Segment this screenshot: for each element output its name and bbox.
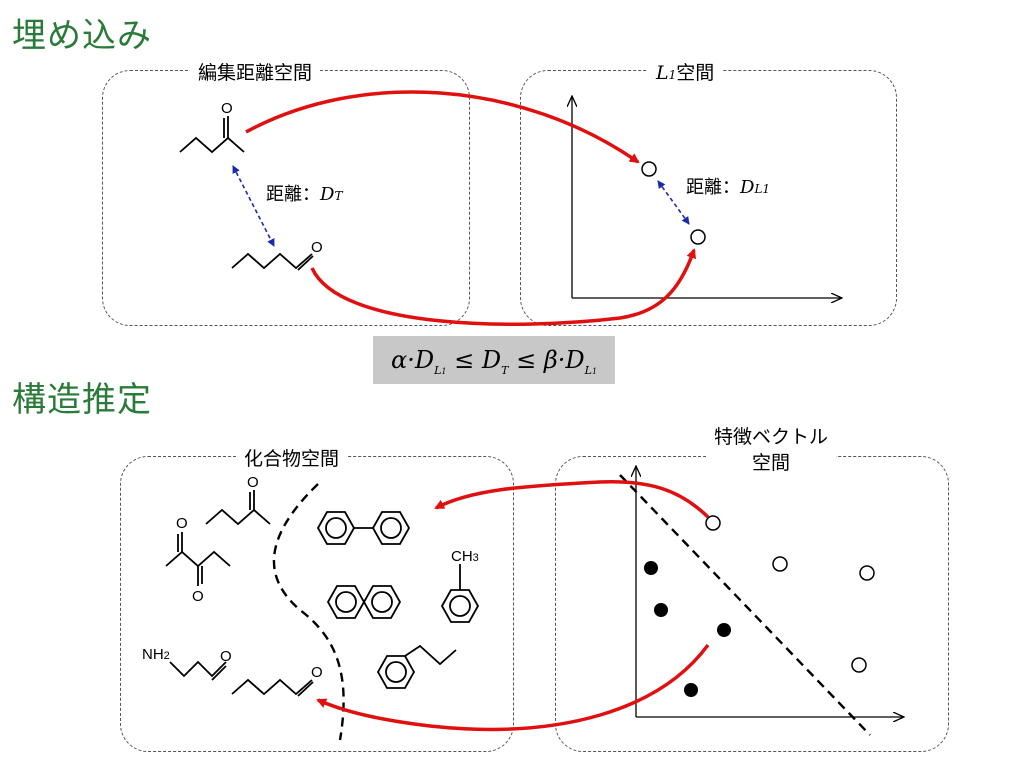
oxygen-label: O [311,239,323,256]
distance-dt-label: 距離：DT [266,184,343,205]
heading-embedding: 埋め込み [12,16,152,56]
molecule-pentanedione [165,532,231,586]
molecule-pentanone-small [205,490,271,526]
molecule-propylbenzene [376,644,457,689]
l1-space-title: L1空間 [648,58,723,85]
molecule-aminopropanal [169,660,227,681]
distance-dl1-label: 距離：DL1 [686,177,771,198]
hollow-point [772,556,788,572]
distance-dl1-arrow [657,180,690,225]
molecule-pentanone [179,116,245,154]
l1-point-lower [690,229,706,245]
filled-point [644,561,658,575]
oxygen-label: O [192,588,204,605]
distance-dt-arrow [232,165,275,247]
molecule-naphthalene [326,585,402,619]
feature-vector-space-title: 特徴ベクトル空間 [706,424,837,476]
molecule-toluene [440,564,480,623]
oxygen-label: O [220,648,232,665]
filled-point [717,623,731,637]
oxygen-label: O [247,474,259,491]
oxygen-label: O [221,100,233,117]
hollow-point [851,657,867,673]
compound-space-title: 化合物空間 [236,444,348,471]
l1-point-upper [641,161,657,177]
nh2-label: NH2 [142,646,170,663]
filled-point [684,683,698,697]
hollow-point [859,565,875,581]
estimation-arrow-upper [434,480,710,519]
feature-decision-boundary [619,474,871,736]
filled-point [654,603,668,617]
heading-structure-estimation: 構造推定 [12,380,152,420]
molecule-biphenyl [316,511,411,545]
oxygen-label: O [176,515,188,532]
embedding-inequality-formula: α·DL1 ≤ DT ≤ β·DL1 [373,336,615,384]
molecule-pentanal [231,252,314,271]
molecule-pentanal-small [231,678,314,697]
embedding-arrow-lower [310,248,697,326]
hollow-point [705,515,721,531]
ch3-label: CH3 [451,548,479,565]
compound-space-separator [272,483,345,741]
embedding-arrow-upper [245,90,640,164]
estimation-arrow-lower [316,643,710,732]
oxygen-label: O [311,664,323,681]
edit-distance-space-title: 編集距離空間 [190,58,321,85]
